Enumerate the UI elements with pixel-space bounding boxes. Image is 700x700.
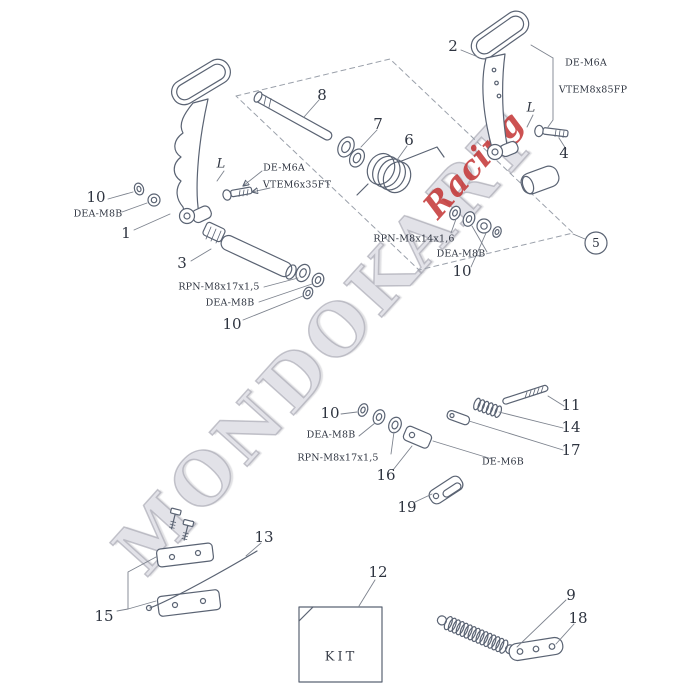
anchor-plate	[508, 636, 564, 662]
circled-number-border	[584, 231, 608, 255]
pedal-stop-kit	[145, 507, 258, 617]
kit-box	[298, 606, 383, 683]
left-pedal	[170, 58, 232, 225]
throttle-rod	[149, 550, 258, 609]
spring-washers	[337, 136, 366, 168]
pivot-pin	[253, 91, 333, 141]
return-spring	[436, 614, 516, 655]
right-pedal-hardware	[449, 124, 608, 255]
pedal-shaft	[202, 221, 325, 300]
dashed-assembly-outline	[235, 58, 574, 271]
left-pedal-hardware	[133, 182, 253, 207]
leader-lines	[107, 44, 586, 648]
brake-rod-assembly	[357, 384, 549, 505]
right-pedal	[470, 10, 530, 161]
torsion-spring	[356, 146, 445, 198]
